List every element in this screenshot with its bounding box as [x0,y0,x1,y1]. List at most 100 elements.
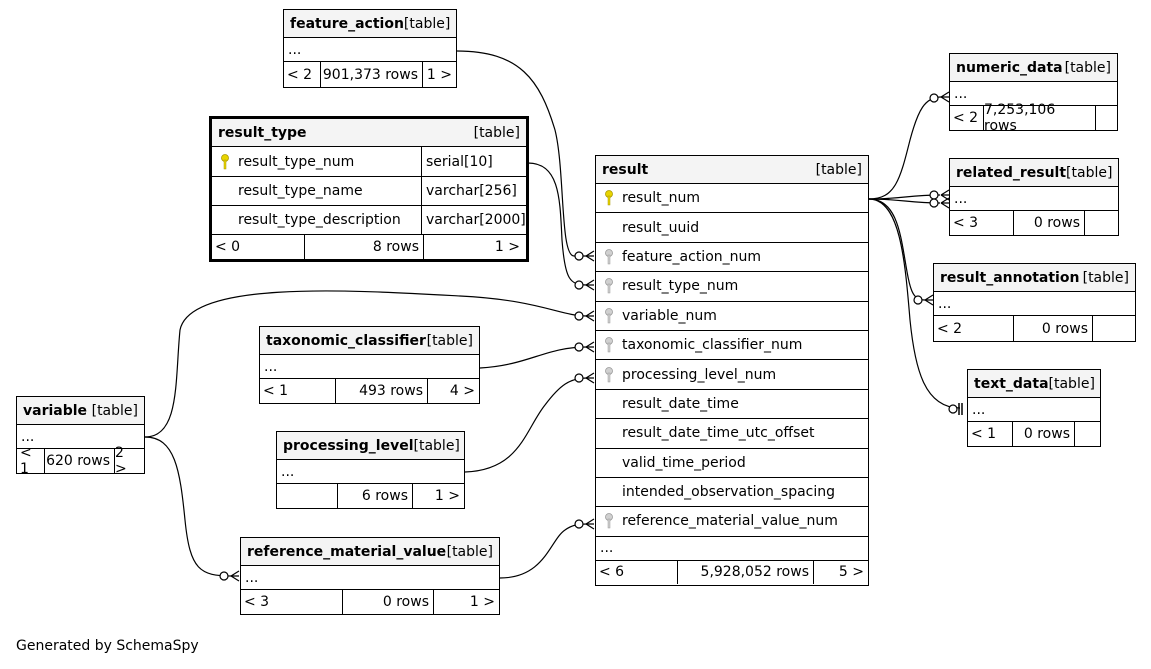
table-tag: [table] [446,543,493,560]
column-row[interactable]: result_num [596,184,868,214]
children-link[interactable] [1093,316,1135,341]
row-count: 0 rows [343,590,434,614]
column-row[interactable]: taxonomic_classifier_num [596,331,868,361]
children-link[interactable]: 4 > [449,383,475,399]
many-marker [585,250,595,262]
column-row[interactable]: result_type_description varchar[2000] [212,206,526,235]
column-row[interactable]: result_type_num [596,272,868,302]
column-row[interactable]: valid_time_period [596,449,868,478]
table-name[interactable]: related_result [956,164,1067,181]
table-result-annotation[interactable]: result_annotation[table] ... < 2 0 rows [933,263,1136,342]
children-link[interactable]: 1 > [434,488,460,504]
children-link[interactable] [1096,106,1116,130]
column-row[interactable]: result_date_time_utc_offset [596,419,868,449]
table-name[interactable]: result [602,161,649,178]
column-row[interactable]: result_type_name varchar[256] [212,177,526,206]
column-row[interactable]: variable_num [596,302,868,331]
table-name[interactable]: reference_material_value [247,543,447,560]
parents-link[interactable]: < 3 [950,211,1014,235]
table-related-result[interactable]: related_result[table] ... < 3 0 rows [949,158,1119,236]
column-name: processing_level_num [622,366,777,383]
foreign-key-icon [605,337,613,353]
table-result-type[interactable]: result_type[table] result_type_num seria… [209,116,529,262]
edge-taxonomic-classifier [479,346,588,369]
table-text-data[interactable]: text_data[table] ... < 1 0 rows [967,369,1101,447]
parents-link[interactable]: < 0 [212,235,305,259]
table-header: variable[table] [17,397,144,425]
column-name: variable_num [622,307,717,324]
children-link[interactable]: 1 > [426,66,452,83]
table-header: text_data[table] [968,370,1100,398]
table-name[interactable]: numeric_data [956,59,1063,76]
children-link[interactable]: 2 > [115,445,127,477]
column-row[interactable]: reference_material_value_num [596,507,868,537]
parents-link[interactable]: < 2 [934,316,1014,341]
foreign-key-icon [605,307,613,323]
table-name[interactable]: feature_action [290,15,404,32]
column-row[interactable]: feature_action_num [596,243,868,273]
table-footer: < 1 0 rows [968,422,1100,446]
column-name: result_date_time_utc_offset [622,425,815,442]
table-header: result_type[table] [212,119,526,147]
parents-link[interactable]: < 1 [968,422,1013,446]
table-footer: < 0 8 rows 1 > [212,235,526,259]
column-row[interactable]: intended_observation_spacing [596,478,868,508]
many-marker [585,279,595,291]
parents-link[interactable]: < 2 [284,62,321,87]
optional-marker [574,311,584,321]
table-processing-level[interactable]: processing_level[table] ... 6 rows 1 > [276,431,465,509]
many-marker [585,372,595,384]
table-name[interactable]: text_data [974,375,1049,392]
table-tag: [table] [1048,375,1095,392]
table-variable[interactable]: variable[table] ... < 1 620 rows 2 > [16,396,145,477]
row-count: 5,928,052 rows [678,560,814,584]
parents-link[interactable] [277,484,338,508]
table-name[interactable]: variable [23,402,88,419]
many-marker [585,310,595,322]
edge-processing-level [464,377,588,473]
table-feature-action[interactable]: feature_action[table] ... < 2 901,373 ro… [283,9,457,88]
children-link[interactable] [1085,211,1118,235]
row-count: 0 rows [1014,316,1093,341]
column-row[interactable]: result_uuid [596,213,868,243]
table-tag: [table] [403,15,451,32]
parents-link[interactable]: < 1 [260,379,336,403]
primary-key-icon [605,190,613,206]
column-name: result_type_description [238,212,401,228]
children-link[interactable]: 1 > [469,594,495,610]
table-name[interactable]: result_type [218,124,307,141]
children-link[interactable] [1075,422,1100,446]
column-type: varchar[256] [421,177,526,205]
table-footer: 6 rows 1 > [277,484,464,508]
column-name: feature_action_num [622,248,762,265]
table-numeric-data[interactable]: numeric_data[table] ... < 2 7,253,106 ro… [949,53,1118,134]
column-name: intended_observation_spacing [622,484,836,501]
table-reference-material-value[interactable]: reference_material_value[table] ... < 3 … [240,537,500,615]
edge-variable-reference [144,436,233,577]
table-name[interactable]: taxonomic_classifier [266,332,426,349]
row-count: 0 rows [1013,422,1075,446]
children-link[interactable]: 1 > [494,239,520,255]
parents-link[interactable]: < 1 [17,445,45,477]
children-link[interactable]: 5 > [838,564,864,581]
parents-link[interactable]: < 3 [241,590,343,614]
row-count: 7,253,106 rows [984,102,1096,134]
table-name[interactable]: result_annotation [940,269,1080,286]
parents-link[interactable]: < 6 [596,560,678,584]
table-header: feature_action[table] [284,10,456,38]
table-tag: [table] [1082,269,1129,286]
optional-marker [913,295,923,305]
table-taxonomic-classifier[interactable]: taxonomic_classifier[table] ... < 1 493 … [259,326,480,404]
column-name: result_uuid [622,219,700,236]
parents-link[interactable]: < 2 [950,106,984,130]
many-marker [924,294,934,306]
foreign-key-icon [605,249,613,265]
column-name: result_type_name [238,183,363,199]
column-row[interactable]: result_type_num serial[10] [212,147,526,177]
table-footer: < 6 5,928,052 rows 5 > [596,560,868,584]
optional-marker [574,251,584,261]
column-row[interactable]: result_date_time [596,390,868,420]
column-row[interactable]: processing_level_num [596,360,868,390]
table-name[interactable]: processing_level [283,437,414,454]
